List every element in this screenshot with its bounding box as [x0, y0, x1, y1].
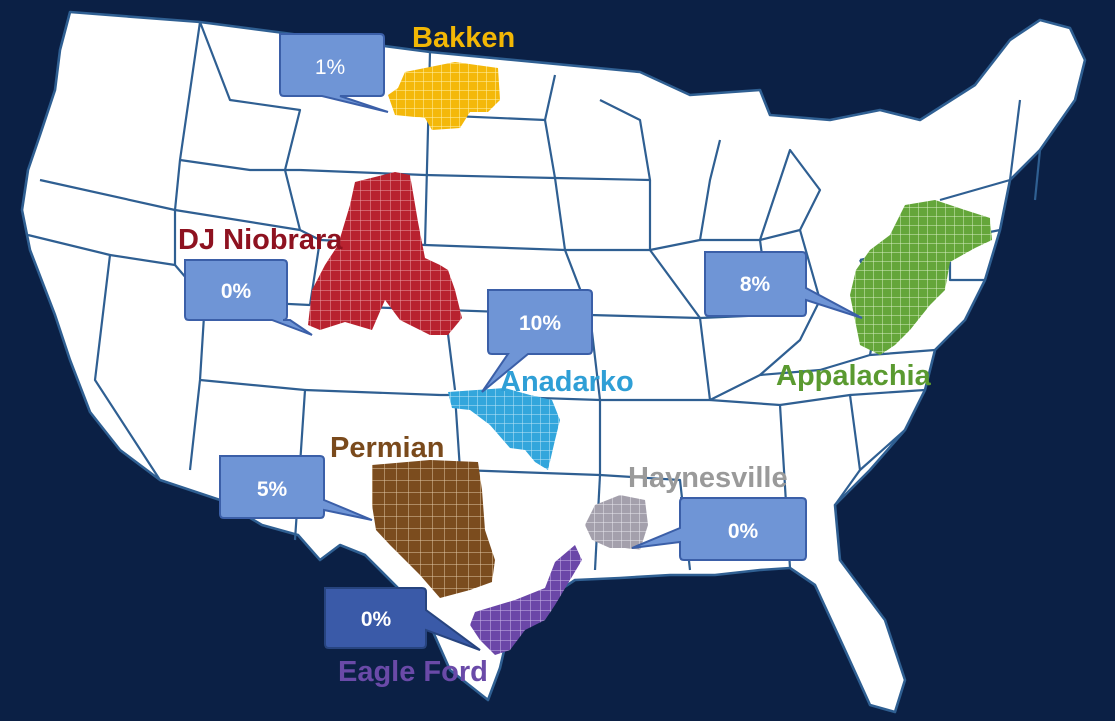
label-dj-niobrara: DJ Niobrara: [178, 224, 343, 256]
callout-bakken-percent: 1%: [315, 56, 345, 79]
label-eagle-ford: Eagle Ford: [338, 656, 488, 688]
callout-permian-percent: 5%: [257, 478, 288, 501]
callout-eagle-ford-percent: 0%: [361, 608, 392, 631]
callout-anadarko-percent: 10%: [519, 312, 561, 335]
eagle-ford-basin: [470, 545, 582, 655]
label-bakken: Bakken: [412, 22, 516, 54]
label-appalachia: Appalachia: [776, 360, 931, 392]
callout-haynesville-percent: 0%: [728, 520, 759, 543]
callout-haynesville: 0%: [631, 497, 807, 561]
label-anadarko: Anadarko: [500, 366, 634, 398]
callout-appalachia-percent: 8%: [740, 273, 771, 296]
callout-anadarko: 10%: [481, 289, 593, 393]
callout-dj-niobrara-percent: 0%: [221, 280, 252, 303]
permian-basin: [372, 460, 495, 598]
callout-bakken: 1%: [279, 33, 389, 113]
callout-dj-niobrara: 0%: [184, 259, 313, 336]
bakken-basin: [388, 62, 500, 130]
label-permian: Permian: [330, 432, 445, 464]
us-outline: [20, 10, 1087, 714]
callout-eagle-ford: 0%: [324, 587, 481, 651]
dj-niobrara-basin: [308, 172, 462, 335]
callout-appalachia: 8%: [704, 251, 863, 319]
label-haynesville: Haynesville: [628, 462, 788, 494]
anadarko-basin: [448, 388, 560, 470]
haynesville-basin: [585, 495, 648, 550]
callout-permian: 5%: [219, 455, 373, 521]
appalachia-basin: [850, 200, 992, 355]
